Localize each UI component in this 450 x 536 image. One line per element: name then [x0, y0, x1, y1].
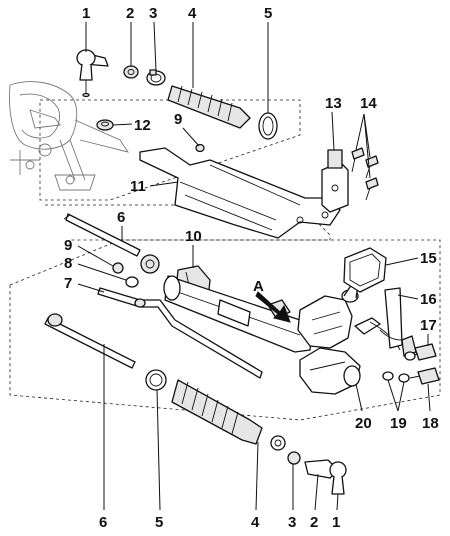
- callout-5-top: 5: [264, 5, 272, 22]
- part-8-grommet: [125, 276, 139, 288]
- part-20-valve-body: [299, 347, 361, 395]
- callout-18: 18: [422, 415, 439, 432]
- part-2-nut-bottom: [287, 451, 301, 465]
- callout-11: 11: [130, 178, 146, 195]
- arrow-a: [255, 291, 291, 323]
- callout-1-bottom: 1: [332, 514, 340, 531]
- callout-labels: 1 2 3 4 5 9 12 13 14 11 6 10 9 8 7 15 A …: [64, 5, 439, 531]
- part-13-bracket: [321, 149, 349, 213]
- part-12-nut: [96, 119, 114, 131]
- callout-8: 8: [64, 255, 72, 272]
- callout-12: 12: [134, 117, 151, 134]
- part-1-tie-rod-end-top: [76, 49, 109, 98]
- part-14-bolts: [351, 147, 379, 201]
- part-3-clamp-top: [146, 69, 166, 86]
- upper-group-outline: [39, 99, 301, 201]
- part-6-inner-tie-rod-top: [63, 213, 160, 274]
- part-9-clip-mid: [112, 262, 124, 274]
- lower-group-outline: [9, 239, 441, 421]
- callout-13: 13: [325, 95, 342, 112]
- callout-6-bottom: 6: [99, 514, 107, 531]
- part-19-washers: [382, 351, 416, 383]
- callout-14: 14: [360, 95, 377, 112]
- leader-lines: [77, 21, 431, 511]
- part-16-hose-bracket: [379, 287, 417, 357]
- callout-1-top: 1: [82, 5, 90, 22]
- part-5-clamp-ring-bottom: [145, 369, 167, 391]
- suspension-assembly-ghost: [9, 81, 130, 191]
- part-1-tie-rod-end-bottom: [304, 459, 347, 495]
- callout-2-bottom: 2: [310, 514, 318, 531]
- callout-3-top: 3: [149, 5, 157, 22]
- callout-4-bottom: 4: [251, 514, 260, 531]
- part-17-bolt: [405, 343, 437, 361]
- part-4-boot-top: [167, 85, 251, 129]
- part-2-nut-top: [123, 65, 139, 79]
- part-18-bolt: [409, 367, 440, 385]
- steering-rack-housing: [163, 275, 313, 353]
- callout-17: 17: [420, 317, 437, 334]
- callout-6-top: 6: [117, 209, 125, 226]
- callout-2-top: 2: [126, 5, 134, 22]
- callout-3-bottom: 3: [288, 514, 296, 531]
- callout-10: 10: [185, 228, 202, 245]
- part-5-clamp-ring-top: [258, 112, 278, 140]
- part-6-inner-tie-rod-bottom: [44, 313, 136, 369]
- callout-5-bottom: 5: [155, 514, 163, 531]
- callout-9-mid: 9: [64, 237, 72, 254]
- callout-15: 15: [420, 250, 437, 267]
- callout-a: A: [253, 278, 264, 295]
- part-4-boot-bottom: [171, 379, 263, 445]
- callout-9-top: 9: [174, 111, 182, 128]
- part-15-rubber-mount: [343, 247, 387, 293]
- part-3-clamp-bottom: [270, 435, 286, 451]
- callout-7: 7: [64, 275, 72, 292]
- part-11-heat-shield: [139, 147, 341, 239]
- callout-19: 19: [390, 415, 407, 432]
- part-7-line: [97, 287, 263, 379]
- callout-16: 16: [420, 291, 437, 308]
- pinion-valve-housing: [297, 283, 401, 351]
- part-9-nut-top: [195, 143, 205, 153]
- callout-20: 20: [355, 415, 372, 432]
- callout-4-top: 4: [188, 5, 197, 22]
